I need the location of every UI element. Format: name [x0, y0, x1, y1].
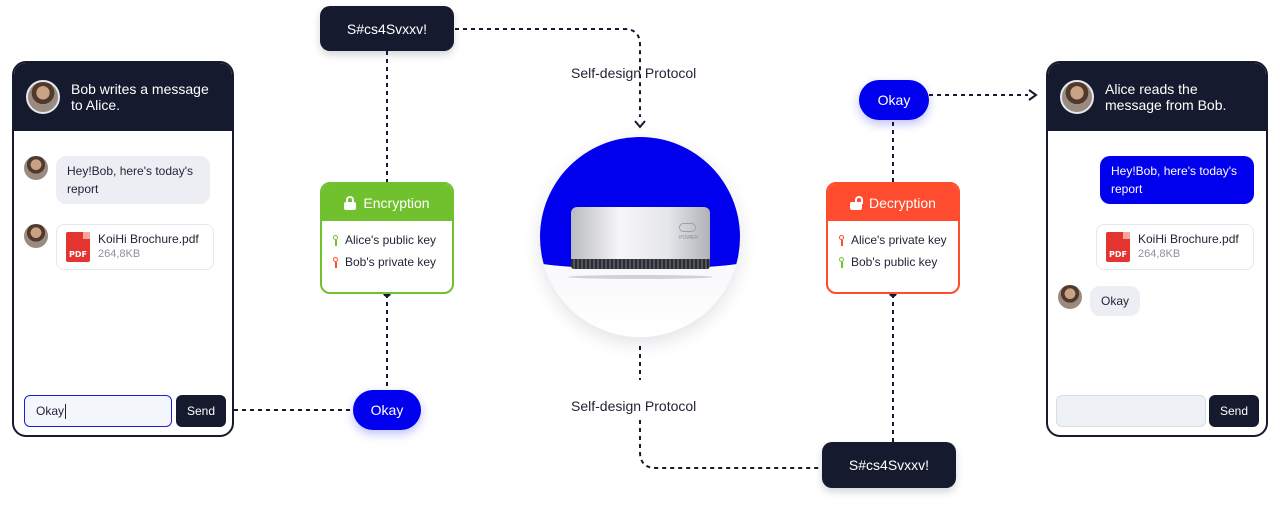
encryption-key-row: Bob's private key: [322, 251, 452, 273]
encryption-key-row: Alice's public key: [322, 229, 452, 251]
unlock-icon: [850, 195, 864, 210]
key-icon: [838, 256, 845, 268]
file-size: 264,8KB: [98, 248, 141, 260]
key-label: Alice's private key: [851, 233, 947, 247]
decryption-header: Decryption: [828, 184, 958, 221]
bob-file-card[interactable]: PDF KoiHi Brochure.pdf 264,8KB: [56, 224, 214, 270]
bob-message-input[interactable]: Okay: [24, 395, 172, 427]
file-name: KoiHi Brochure.pdf: [98, 232, 199, 246]
lock-icon: [344, 195, 357, 210]
bob-avatar: [26, 80, 60, 114]
decryption-key-row: Alice's private key: [828, 229, 958, 251]
okay-pill-right: Okay: [859, 80, 929, 120]
key-icon: [838, 234, 845, 246]
server-node: POWER: [540, 137, 740, 337]
message-avatar: [24, 156, 48, 180]
decryption-title: Decryption: [869, 194, 936, 211]
bob-phone-header: Bob writes a message to Alice.: [14, 63, 232, 131]
protocol-label-bottom: Self-design Protocol: [571, 398, 697, 414]
alice-reply-bubble: Okay: [1090, 286, 1141, 316]
bob-phone-title: Bob writes a message to Alice.: [71, 81, 209, 113]
server-shadow: [568, 275, 713, 279]
bob-phone: Bob writes a message to Alice. Hey!Bob, …: [12, 61, 234, 437]
alice-send-button[interactable]: Send: [1209, 395, 1259, 427]
protocol-label-top: Self-design Protocol: [571, 65, 697, 81]
bob-send-button[interactable]: Send: [176, 395, 226, 427]
server-vent: [571, 259, 710, 269]
alice-file-card[interactable]: PDF KoiHi Brochure.pdf 264,8KB: [1096, 224, 1254, 270]
pdf-file-icon: PDF: [1106, 232, 1130, 262]
key-label: Bob's public key: [851, 255, 938, 269]
key-icon: [332, 234, 339, 246]
alice-message-input[interactable]: [1056, 395, 1206, 427]
reply-avatar: [1058, 285, 1082, 309]
arrow-to-server: [634, 120, 646, 129]
okay-pill-left: Okay: [353, 390, 421, 430]
key-icon: [332, 256, 339, 268]
power-button-icon: [679, 223, 696, 232]
alice-avatar: [1060, 80, 1094, 114]
pdf-file-icon: PDF: [66, 232, 90, 262]
text-caret: [65, 403, 67, 419]
line-protocol-to-cipher: [639, 420, 822, 469]
key-label: Alice's public key: [345, 233, 436, 247]
bob-message-bubble: Hey!Bob, here's today's report: [56, 156, 210, 204]
bob-input-value: Okay: [36, 404, 65, 418]
alice-phone: Alice reads the message from Bob. Hey!Bo…: [1046, 61, 1268, 437]
alice-phone-header: Alice reads the message from Bob.: [1048, 63, 1266, 131]
decryption-key-row: Bob's public key: [828, 251, 958, 273]
file-avatar: [24, 224, 48, 248]
decryption-card: Decryption Alice's private key Bob's pub…: [826, 182, 960, 294]
ciphertext-bottom: S#cs4Svxxv!: [822, 442, 956, 488]
ciphertext-top: S#cs4Svxxv!: [320, 6, 454, 51]
alice-phone-title: Alice reads the message from Bob.: [1105, 81, 1227, 113]
server-device-icon: POWER: [571, 207, 710, 269]
alice-message-bubble: Hey!Bob, here's today's report: [1100, 156, 1254, 204]
arrow-to-alice: [1028, 89, 1038, 101]
power-label: POWER: [679, 235, 698, 241]
encryption-title: Encryption: [363, 194, 430, 211]
encryption-header: Encryption: [322, 184, 452, 221]
file-size: 264,8KB: [1138, 248, 1181, 260]
file-name: KoiHi Brochure.pdf: [1138, 232, 1239, 246]
key-label: Bob's private key: [345, 255, 437, 269]
encryption-card: Encryption Alice's public key Bob's priv…: [320, 182, 454, 294]
